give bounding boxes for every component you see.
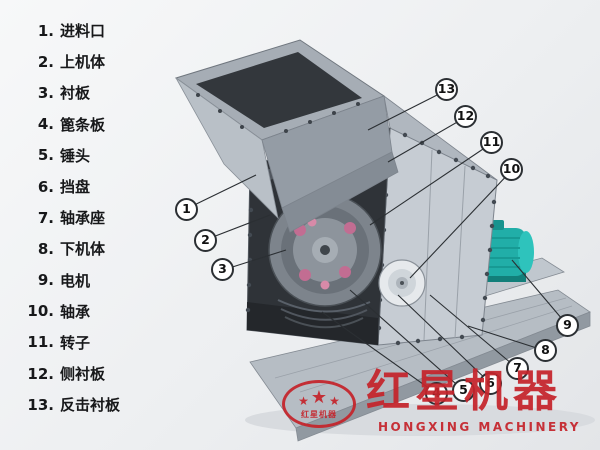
part-label: 挡盘 — [60, 178, 91, 197]
list-item: 7. 轴承座 — [16, 202, 120, 233]
logo-text: 红星机器 — [301, 409, 337, 419]
list-item: 6. 挡盘 — [16, 171, 120, 202]
parts-list: 1. 进料口 2. 上机体 3. 衬板 4. 篦条板 5. 锤头 6. 挡盘 7. 轴承座 8… — [16, 15, 120, 420]
list-item: 3. 衬板 — [16, 77, 120, 108]
list-item: 1. 进料口 — [16, 15, 120, 46]
callout-7: 7 — [506, 357, 529, 380]
part-label: 电机 — [60, 271, 91, 290]
part-label: 反击衬板 — [60, 396, 121, 415]
grate-bars — [277, 299, 371, 329]
callout-9: 9 — [556, 314, 579, 337]
brand-watermark: ★★★ 红星机器 红星机器 HONGXING MACHINERY — [282, 368, 598, 448]
part-label: 轴承座 — [60, 209, 106, 228]
list-item: 5. 锤头 — [16, 140, 120, 171]
callout-6: 6 — [479, 372, 502, 395]
callout-10: 10 — [500, 158, 523, 181]
part-number: 11. — [27, 333, 54, 352]
list-item: 8. 下机体 — [16, 233, 120, 264]
part-number: 3. — [37, 83, 54, 102]
part-label: 进料口 — [60, 22, 106, 41]
callout-13: 13 — [435, 78, 458, 101]
stars-icon: ★★★ — [298, 386, 340, 408]
list-item: 2. 上机体 — [16, 46, 120, 77]
part-label: 篦条板 — [60, 115, 106, 134]
callout-3: 3 — [211, 258, 234, 281]
part-number: 9. — [37, 271, 54, 290]
part-number: 4. — [37, 115, 54, 134]
list-item: 10. 轴承 — [16, 296, 120, 327]
list-item: 11. 转子 — [16, 327, 120, 358]
part-label: 转子 — [60, 333, 91, 352]
part-label: 锤头 — [60, 146, 91, 165]
part-number: 2. — [37, 52, 54, 71]
list-item: 13. 反击衬板 — [16, 389, 120, 420]
callout-1: 1 — [175, 198, 198, 221]
part-label: 轴承 — [60, 302, 91, 321]
part-number: 6. — [37, 177, 54, 196]
hopper-bolts — [196, 93, 360, 133]
hopper — [174, 39, 399, 233]
callout-2: 2 — [194, 229, 217, 252]
brand-logo: ★★★ 红星机器 — [282, 380, 356, 428]
part-number: 13. — [27, 395, 54, 414]
part-number: 1. — [37, 21, 54, 40]
part-number: 7. — [37, 208, 54, 227]
leader-lines — [185, 89, 569, 395]
list-item: 12. 侧衬板 — [16, 358, 120, 389]
callout-8: 8 — [534, 339, 557, 362]
part-label: 衬板 — [60, 84, 91, 103]
part-label: 上机体 — [60, 53, 106, 72]
callout-11: 11 — [480, 131, 503, 154]
list-item: 4. 篦条板 — [16, 109, 120, 140]
callout-12: 12 — [454, 105, 477, 128]
brand-subtitle: HONGXING MACHINERY — [378, 420, 581, 434]
callout-4: 4 — [425, 382, 448, 405]
callout-5: 5 — [452, 379, 475, 402]
part-number: 5. — [37, 146, 54, 165]
part-number: 10. — [27, 302, 54, 321]
part-number: 8. — [37, 239, 54, 258]
part-number: 12. — [27, 364, 54, 383]
bearing — [378, 259, 426, 307]
part-label: 侧衬板 — [60, 365, 106, 384]
hammers — [294, 217, 356, 290]
list-item: 9. 电机 — [16, 265, 120, 296]
part-label: 下机体 — [60, 240, 106, 259]
brand-name: 红星机器 — [366, 366, 562, 417]
